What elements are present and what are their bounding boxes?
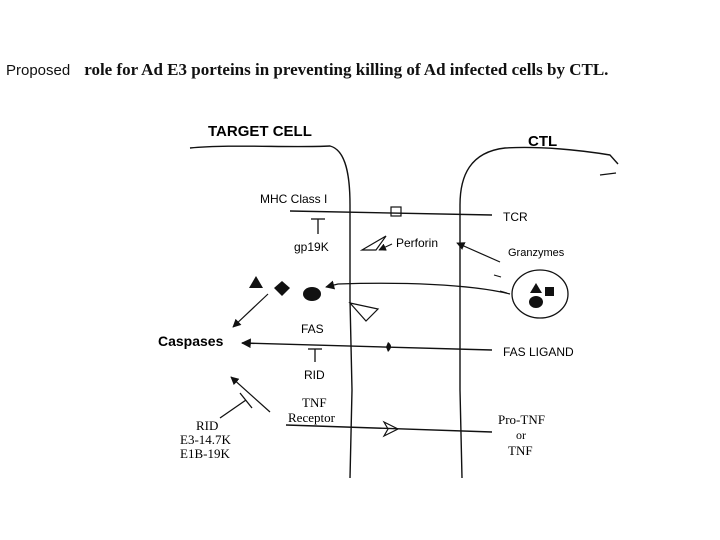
rid-tnf-inhibit-stem: [220, 400, 246, 418]
rid-tnf-inhibit-bar: [240, 393, 252, 408]
delivered-circle: [303, 287, 321, 301]
perforin-secretion-arrow: [457, 243, 500, 262]
ctl-membrane: [460, 147, 618, 478]
fas-ligand-line: [242, 343, 492, 350]
tcr-label: TCR: [503, 210, 528, 224]
tnf-receptor-label: Receptor: [288, 410, 336, 425]
gp19k-label: gp19K: [294, 240, 329, 254]
granule-triangle: [530, 283, 542, 293]
fas-ligand-binding: [386, 342, 391, 352]
target-cell-label: TARGET CELL: [208, 123, 312, 140]
rid-tnf-label: RID: [196, 418, 218, 433]
granzyme-delivery-arrow: [326, 283, 510, 294]
pro-tnf-label: Pro-TNF: [498, 412, 545, 427]
granule-square: [545, 287, 554, 296]
tnf-ctl-label: TNF: [508, 443, 533, 458]
fas-ligand-label: FAS LIGAND: [503, 345, 574, 359]
rid-fas-label: RID: [304, 368, 325, 382]
granzyme-to-caspase-arrow: [233, 294, 268, 327]
perforin-arrow: [379, 244, 392, 250]
delivered-diamond: [274, 281, 290, 296]
granule-circle: [529, 296, 543, 308]
perforin-label: Perforin: [396, 236, 438, 250]
granzyme-granule: [512, 270, 568, 318]
e3-14-7k-label: E3-14.7K: [180, 432, 232, 447]
fas-label: FAS: [301, 322, 324, 336]
ctl-membrane-tail: [600, 173, 616, 175]
perforin-pore-lower: [350, 303, 378, 321]
granule-dash: [494, 275, 501, 277]
delivered-triangle: [249, 276, 263, 288]
ctl-label: CTL: [528, 133, 557, 150]
mhc-tcr-complex: [391, 207, 401, 216]
caspases-label: Caspases: [158, 333, 224, 349]
granzymes-label: Granzymes: [508, 247, 565, 259]
e1b-19k-label: E1B-19K: [180, 446, 230, 461]
tnf-label: TNF: [302, 395, 327, 410]
mhc-class-i-label: MHC Class I: [260, 192, 327, 206]
or-label: or: [516, 428, 526, 442]
